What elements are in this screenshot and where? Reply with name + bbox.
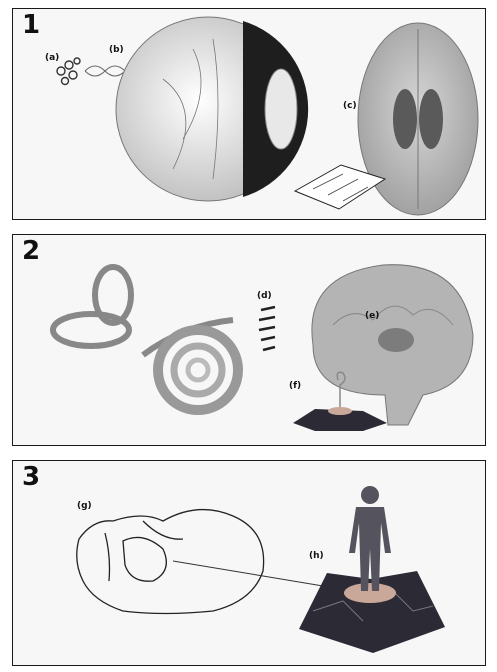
hair-cells (259, 307, 275, 350)
molecule-cluster (57, 58, 80, 85)
label-g: (g) (77, 501, 92, 511)
label-d: (d) (257, 291, 272, 301)
panel-1-illustration (13, 9, 486, 220)
label-e: (e) (365, 311, 379, 321)
brain-lateral-view (312, 265, 473, 425)
panel-2-illustration (13, 235, 486, 446)
panel-3-illustration (13, 461, 486, 666)
panel-2-hearing: 2 (d) (e) (f) (12, 234, 486, 446)
label-f: (f) (289, 381, 301, 391)
panel-3-touch: 3 (g) (h) (12, 460, 486, 666)
panel-1-vision: 1 (12, 8, 486, 220)
connector-line (173, 561, 323, 586)
label-h: (h) (309, 551, 324, 561)
human-figure (349, 486, 391, 591)
brain-horizontal-section (358, 23, 478, 215)
eye-cross-section (116, 17, 308, 201)
hands-drawing (77, 510, 264, 614)
label-c: (c) (343, 101, 357, 111)
label-b: (b) (109, 45, 124, 55)
label-a: (a) (45, 53, 59, 63)
inner-ear-cochlea (53, 267, 238, 410)
